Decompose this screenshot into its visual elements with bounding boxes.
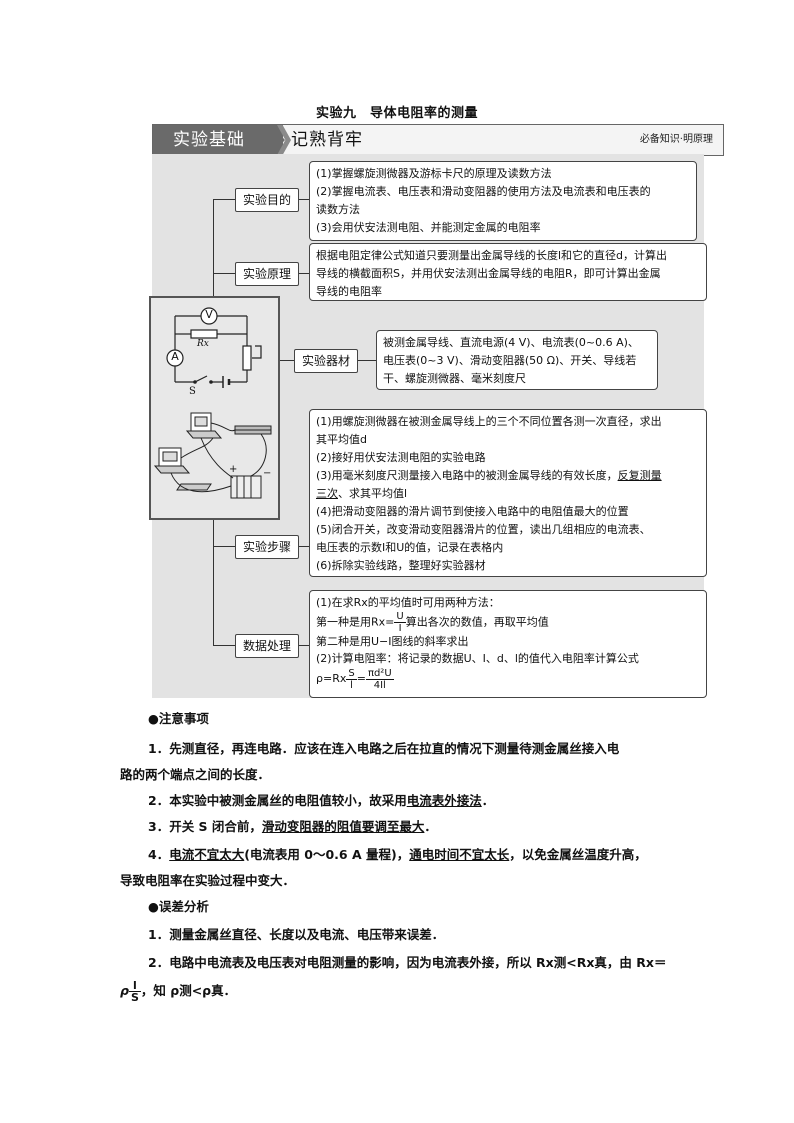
switch-label: S <box>189 386 196 397</box>
principle-line-2: 导线的横截面积S，并用伏安法测出金属导线的电阻R，即可计算出金属 <box>316 267 661 280</box>
purpose-line-4: (3)会用伏安法测电阻、并能测定金属的电阻率 <box>316 221 541 234</box>
principle-line-3: 导线的电阻率 <box>316 285 382 298</box>
connector-steps <box>213 546 235 547</box>
banner-label-right: 必备知识·明原理 <box>639 134 713 145</box>
data-line-1: (1)在求Rx的平均值时可用两种方法： <box>316 596 500 609</box>
connector-purpose <box>213 199 235 200</box>
connector-data <box>213 645 235 646</box>
purpose-line-3: 读数方法 <box>316 203 360 216</box>
banner-label-left: 实验基础 <box>153 125 283 155</box>
step-3b: 三次、求其平均值l <box>316 487 408 500</box>
note-2: 2．本实验中被测金属丝的电阻值较小，故采用电流表外接法． <box>148 793 495 808</box>
ammeter-label: A <box>171 350 179 363</box>
label-equipment: 实验器材 <box>294 349 358 373</box>
purpose-line-1: (1)掌握螺旋测微器及游标卡尺的原理及读数方法 <box>316 167 552 180</box>
connector-principle <box>213 273 235 274</box>
page-title: 实验九 导体电阻率的测量 <box>315 106 478 121</box>
label-data: 数据处理 <box>235 634 299 658</box>
note-3: 3．开关 S 闭合前，滑动变阻器的阻值要调至最大． <box>148 819 437 834</box>
equipment-box: 被测金属导线、直流电源(4 V)、电流表(0~0.6 A)、 电压表(0~3 V… <box>376 330 658 390</box>
equipment-line-1: 被测金属导线、直流电源(4 V)、电流表(0~0.6 A)、 <box>383 336 639 349</box>
label-steps: 实验步骤 <box>235 535 299 559</box>
resistor-label: Rx <box>197 339 209 349</box>
principle-box: 根据电阻定律公式知道只要测量出金属导线的长度l和它的直径d，计算出 导线的横截面… <box>309 243 707 301</box>
data-line-3: 第二种是用U−I图线的斜率求出 <box>316 635 469 648</box>
data-line-4: (2)计算电阻率：将记录的数据U、I、d、l的值代入电阻率计算公式 <box>316 652 639 665</box>
notes-heading: ●注意事项 <box>148 711 209 726</box>
circuit-diagram: V A Rx S + − <box>149 296 280 520</box>
step-5a: (5)闭合开关，改变滑动变阻器滑片的位置，读出几组相应的电流表、 <box>316 523 651 536</box>
battery-plus-label: + <box>229 464 238 475</box>
equipment-line-3: 干、螺旋测微器、毫米刻度尺 <box>383 372 526 385</box>
note-4a: 4．电流不宜太大(电流表用 0～0.6 A 量程)，通电时间不宜太长，以免金属丝… <box>148 847 647 862</box>
section-banner: 实验基础 记熟背牢 必备知识·明原理 <box>152 124 724 156</box>
banner-label-middle: 记熟背牢 <box>291 130 363 150</box>
circuit-svg <box>153 307 272 499</box>
purpose-box: (1)掌握螺旋测微器及游标卡尺的原理及读数方法 (2)掌握电流表、电压表和滑动变… <box>309 161 697 241</box>
connector-equipment-box <box>356 360 376 361</box>
note-1a: 1．先测直径，再连电路．应该在连入电路之后在拉直的情况下测量待测金属丝接入电 <box>148 741 620 756</box>
error-1: 1．测量金属丝直径、长度以及电流、电压带来误差． <box>148 927 445 942</box>
notes-section: ●注意事项 1．先测直径，再连电路．应该在连入电路之后在拉直的情况下测量待测金属… <box>120 708 680 1028</box>
connector-data-box <box>297 645 309 646</box>
steps-box: (1)用螺旋测微器在被测金属导线上的三个不同位置各测一次直径，求出 其平均值d … <box>309 409 707 577</box>
battery-minus-label: − <box>263 468 272 479</box>
connector-principle-box <box>297 273 309 274</box>
connector-steps-box <box>297 546 309 547</box>
error-heading: ●误差分析 <box>148 899 209 914</box>
label-purpose: 实验目的 <box>235 188 299 212</box>
connector-equipment <box>280 360 294 361</box>
step-1a: (1)用螺旋测微器在被测金属导线上的三个不同位置各测一次直径，求出 <box>316 415 662 428</box>
equipment-line-2: 电压表(0~3 V)、滑动变阻器(50 Ω)、开关、导线若 <box>383 354 637 367</box>
step-3a: (3)用毫米刻度尺测量接入电路中的被测金属导线的有效长度，反复测量 <box>316 469 662 482</box>
step-6: (6)拆除实验线路，整理好实验器材 <box>316 559 486 572</box>
note-1b: 路的两个端点之间的长度． <box>120 767 271 782</box>
note-4b: 导致电阻率在实验过程中变大． <box>120 873 296 888</box>
connector-purpose-box <box>297 199 309 200</box>
step-2: (2)接好用伏安法测电阻的实验电路 <box>316 451 486 464</box>
step-5b: 电压表的示数I和U的值，记录在表格内 <box>316 541 504 554</box>
label-principle: 实验原理 <box>235 262 299 286</box>
step-1b: 其平均值d <box>316 433 367 446</box>
purpose-line-2: (2)掌握电流表、电压表和滑动变阻器的使用方法及电流表和电压表的 <box>316 185 651 198</box>
error-2: 2．电路中电流表及电压表对电阻测量的影响，因为电流表外接，所以 Rx测<Rx真，… <box>148 955 667 970</box>
voltmeter-label: V <box>205 308 213 321</box>
step-4: (4)把滑动变阻器的滑片调节到使接入电路中的电阻值最大的位置 <box>316 505 629 518</box>
principle-line-1: 根据电阻定律公式知道只要测量出金属导线的长度l和它的直径d，计算出 <box>316 249 668 262</box>
